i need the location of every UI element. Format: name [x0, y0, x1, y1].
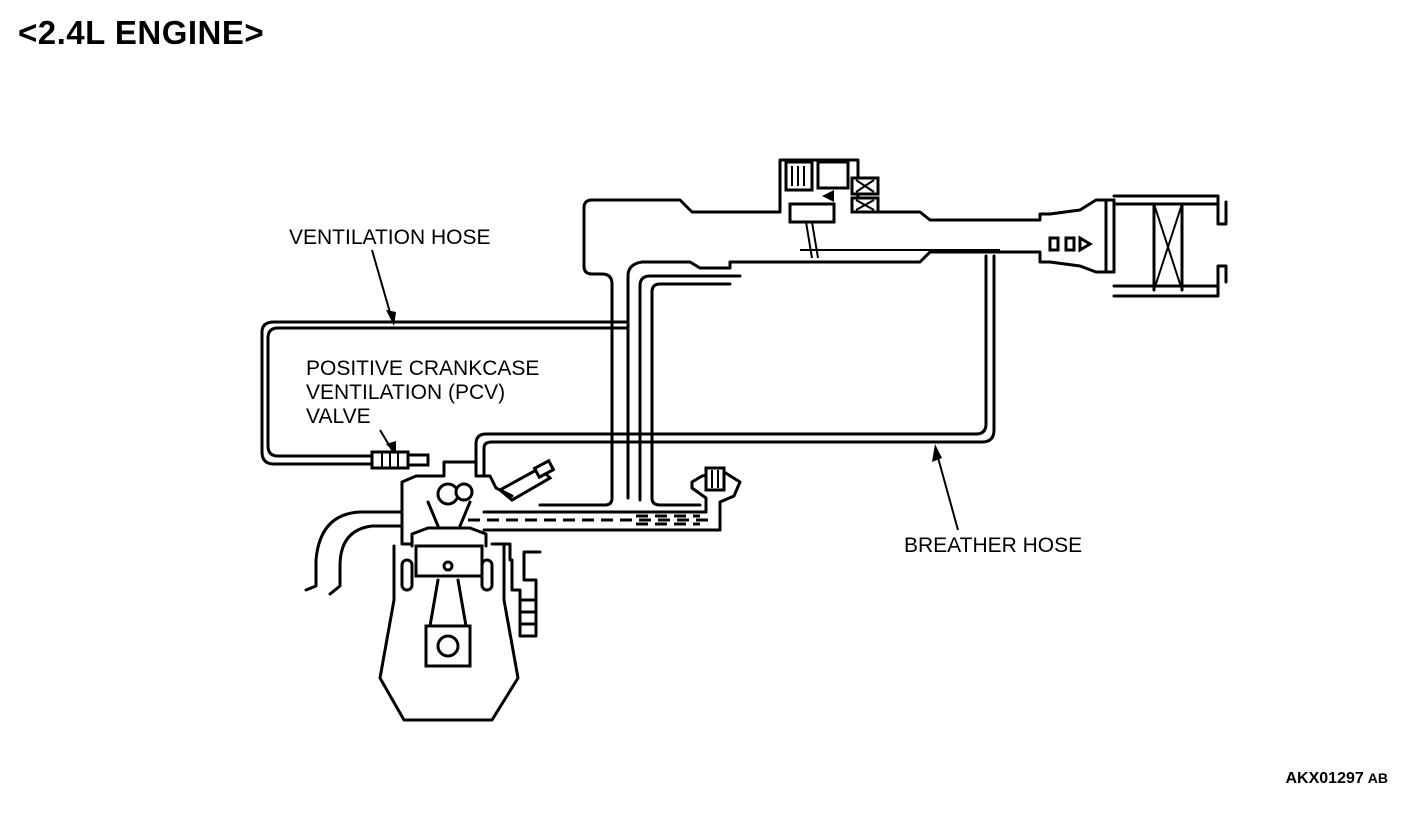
fuel-injector: [497, 458, 556, 502]
figure-code-number: AKX01297: [1285, 770, 1364, 787]
throttle-body: [778, 158, 880, 259]
breather-hose-label: BREATHER HOSE: [904, 534, 1083, 557]
pcv-valve-label-line3: VALVE: [306, 405, 371, 428]
ventilation-hose-label: VENTILATION HOSE: [289, 226, 491, 249]
pcv-valve-label-line1: POSITIVE CRANKCASE: [306, 357, 540, 380]
pcv-valve-leader-arrow: [379, 429, 396, 454]
pcv-valve-label-line2: VENTILATION (PCV): [306, 381, 506, 404]
breather-hose-leader-arrow: [932, 444, 959, 531]
pcv-valve-label: POSITIVE CRANKCASE VENTILATION (PCV) VAL…: [306, 357, 539, 429]
inner-intake-branch: [638, 274, 742, 507]
figure-code-suffix: AB: [1367, 770, 1388, 786]
oil-filler-cap: [690, 466, 742, 532]
pcv-valve: [370, 450, 430, 470]
ventilation-hose: [260, 320, 630, 466]
ventilation-hose-leader-arrow: [371, 249, 396, 326]
diagram-title: <2.4L ENGINE>: [18, 14, 265, 51]
air-cleaner: [1112, 194, 1228, 298]
engine-block: [304, 460, 542, 722]
intake-duct: [798, 198, 1116, 274]
breather-hose: [474, 254, 996, 478]
intake-riser-pipe: [538, 198, 802, 507]
crankcase-passage: [468, 510, 722, 532]
